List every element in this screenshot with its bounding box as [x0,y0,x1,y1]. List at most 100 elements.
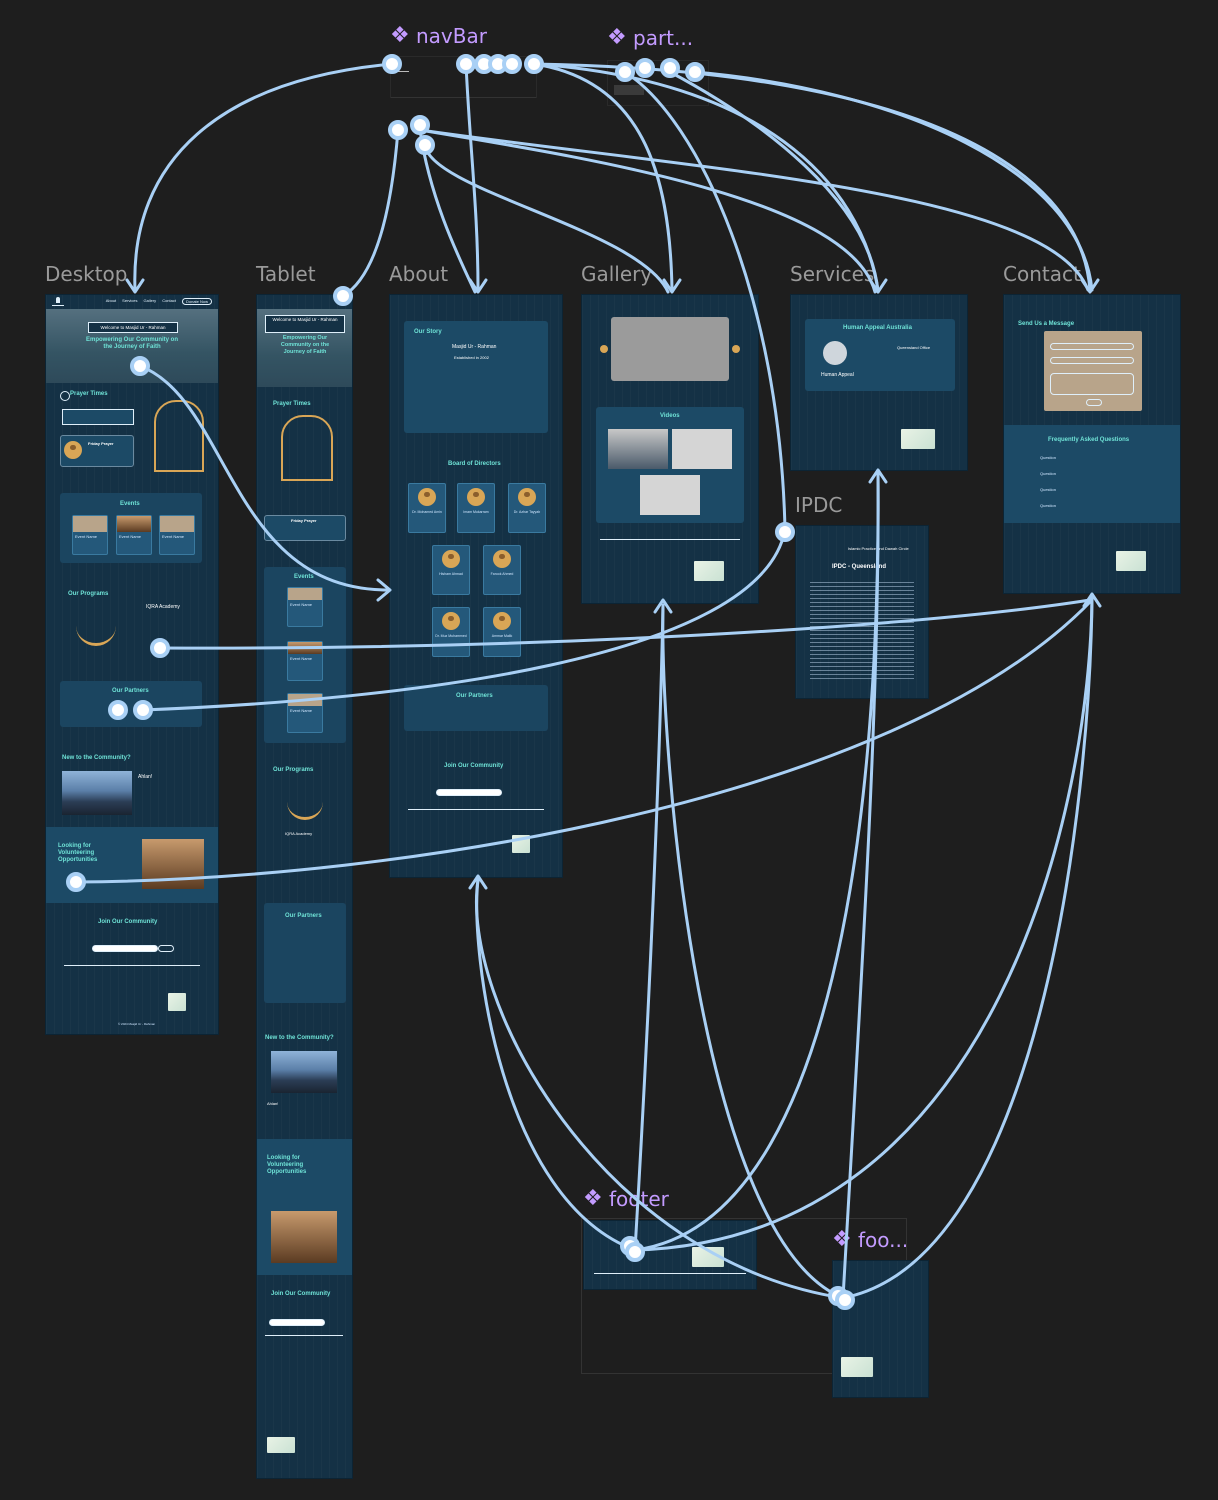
friday-prayer-label: Friday Prayer [291,518,317,523]
map[interactable] [901,429,935,449]
partners-panel [404,685,548,731]
friday-prayer-label: Friday Prayer [88,441,114,446]
send-button[interactable] [1086,399,1102,406]
new-community-title: New to the Community? [265,1035,334,1041]
event-card[interactable]: Event Name [287,587,323,627]
mosque-logo-icon [52,296,64,306]
divider [600,539,740,540]
component-label-navbar[interactable]: navBar [390,23,487,48]
ahlan-title: Ahlan! [267,1101,279,1106]
message-form [1044,331,1142,411]
chevron-left-icon[interactable] [600,345,608,353]
map[interactable] [692,1247,724,1267]
event-card[interactable]: Event Name [159,515,195,555]
frame-services[interactable]: Human Appeal Australia Human Appeal Quee… [790,294,968,471]
video-thumbnail[interactable] [672,429,732,469]
director-name: Dr. Mohamed Amin [412,510,442,514]
component-label-partners[interactable]: part... [607,25,693,50]
faq-item[interactable]: Question [1040,503,1057,508]
hero-title: Empowering Our Community on the Journey … [280,335,330,355]
frame-about[interactable]: Our Story Masjid Ur - Rahman Established… [389,294,563,878]
event-name: Event Name [290,602,313,607]
event-card[interactable]: Event Name [72,515,108,555]
map[interactable] [841,1357,873,1377]
partners-panel [264,903,346,1003]
faq-item[interactable]: Question [1040,471,1057,476]
event-name: Event Name [162,534,185,539]
subscribe-button[interactable] [158,945,174,952]
partners-component-frame[interactable] [607,60,709,106]
chevron-right-icon[interactable] [732,345,740,353]
frame-ipdc[interactable]: Islamic Practice and Dawah Circle IPDC -… [795,525,929,699]
frame-gallery[interactable]: Videos [581,294,759,604]
nav-link[interactable]: About [105,297,117,303]
faq-item[interactable]: Question [1040,455,1057,460]
avatar [418,488,436,506]
org-name: Human Appeal [821,372,854,378]
avatar [442,612,460,630]
frame-label-contact[interactable]: Contact [1003,262,1081,286]
event-card[interactable]: Event Name [116,515,152,555]
map[interactable] [1116,551,1146,571]
director-card: Hisham Ahmad [432,545,470,595]
volunteer-title: Looking for Volunteering Opportunities [58,843,98,863]
director-card: Dr. Azhar Tayyab [508,483,546,533]
frame-desktop[interactable]: About Services Gallery Contact Donate No… [45,294,219,1035]
videos-title: Videos [660,413,680,419]
frame-contact[interactable]: Send Us a Message Frequently Asked Quest… [1003,294,1181,594]
story-title: Our Story [414,329,442,335]
video-thumbnail[interactable] [608,429,668,469]
avatar [493,550,511,568]
email-field[interactable] [1050,357,1134,364]
nav-link[interactable]: Gallery [143,297,157,303]
director-card: Farook Ahmed [483,545,521,595]
nav-links: About Services Gallery Contact Donate No… [105,297,212,305]
event-image [160,516,194,532]
divider [408,809,544,810]
event-name: Event Name [290,656,313,661]
footer-mobile-component[interactable] [832,1260,929,1398]
ipdc-body-text [810,582,914,682]
map[interactable] [694,561,724,581]
component-name: foo... [858,1228,909,1252]
contact-title: Send Us a Message [1018,321,1075,327]
frame-label-about[interactable]: About [389,262,449,286]
established: Established in 2002 [454,355,489,360]
map[interactable] [267,1437,295,1453]
avatar [442,550,460,568]
video-thumbnail[interactable] [640,475,700,515]
director-card: Dr. Mohamed Amin [408,483,446,533]
volunteer-title: Looking for Volunteering Opportunities [267,1155,307,1175]
partners-panel [60,681,202,727]
programs-title: Our Programs [68,591,109,597]
footer-component[interactable] [583,1220,757,1290]
email-input[interactable] [92,945,158,952]
frame-label-tablet[interactable]: Tablet [256,262,316,286]
event-name: Event Name [290,708,313,713]
volunteer-image [271,1211,337,1263]
nav-link[interactable]: Contact [162,297,176,303]
event-image [73,516,107,532]
director-name: Dr. Azhar Tayyab [513,510,541,514]
prayer-title: Prayer Times [273,401,311,407]
frame-label-desktop[interactable]: Desktop [45,262,128,286]
copyright: © 2024 Masjid Ur - Rahman [118,1022,156,1026]
divider [64,965,200,966]
email-input[interactable] [269,1319,325,1326]
nav-link[interactable]: Services [122,297,138,303]
city-image [271,1051,337,1093]
donate-button[interactable]: Donate Now [181,297,212,305]
frame-label-ipdc[interactable]: IPDC [795,493,843,517]
frame-label-gallery[interactable]: Gallery [581,262,653,286]
prayer-arch [154,400,204,472]
map[interactable] [168,993,186,1011]
prayer-icon [60,391,70,401]
email-input[interactable] [436,789,502,796]
message-field[interactable] [1050,373,1134,395]
join-title: Join Our Community [271,1291,331,1297]
name-field[interactable] [1050,343,1134,350]
avatar [493,612,511,630]
board-title: Board of Directors [448,461,501,467]
director-name: Farook Ahmed [490,572,514,576]
faq-item[interactable]: Question [1040,487,1057,492]
